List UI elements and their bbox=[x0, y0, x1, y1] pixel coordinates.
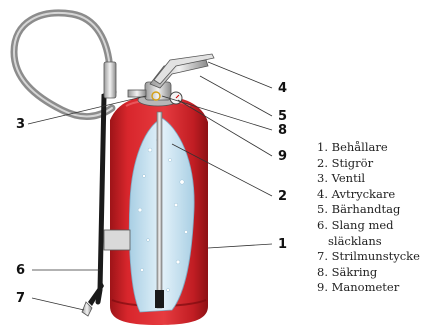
legend-item: 9. Manometer bbox=[317, 280, 420, 296]
legend-item: 5. Bärhandtag bbox=[317, 202, 420, 218]
callout-6: 6 bbox=[16, 263, 25, 278]
hose-bracket bbox=[104, 230, 130, 250]
callout-1: 1 bbox=[278, 237, 287, 252]
parts-legend: 1. Behållare 2. Stigrör 3. Ventil 4. Avt… bbox=[317, 140, 420, 296]
callout-8: 8 bbox=[278, 123, 287, 138]
legend-item: 8. Säkring bbox=[317, 265, 420, 281]
callout-9: 9 bbox=[278, 149, 287, 164]
siphon-tube bbox=[157, 112, 162, 308]
legend-item: 3. Ventil bbox=[317, 171, 420, 187]
hose-ferrule bbox=[104, 62, 116, 98]
hose-loop-highlight bbox=[14, 13, 112, 117]
legend-item: 1. Behållare bbox=[317, 140, 420, 156]
callout-7: 7 bbox=[16, 291, 25, 306]
legend-item-continuation: släcklans bbox=[317, 234, 420, 250]
legend-item: 6. Slang med bbox=[317, 218, 420, 234]
callout-3: 3 bbox=[16, 117, 25, 132]
callout-2: 2 bbox=[278, 189, 287, 204]
legend-item: 4. Avtryckare bbox=[317, 187, 420, 203]
legend-item: 7. Strilmunstycke bbox=[317, 249, 420, 265]
callout-4: 4 bbox=[278, 81, 287, 96]
siphon-tube-end bbox=[155, 290, 164, 308]
valve-outlet bbox=[128, 90, 146, 97]
legend-item: 2. Stigrör bbox=[317, 156, 420, 172]
callout-5: 5 bbox=[278, 109, 287, 124]
